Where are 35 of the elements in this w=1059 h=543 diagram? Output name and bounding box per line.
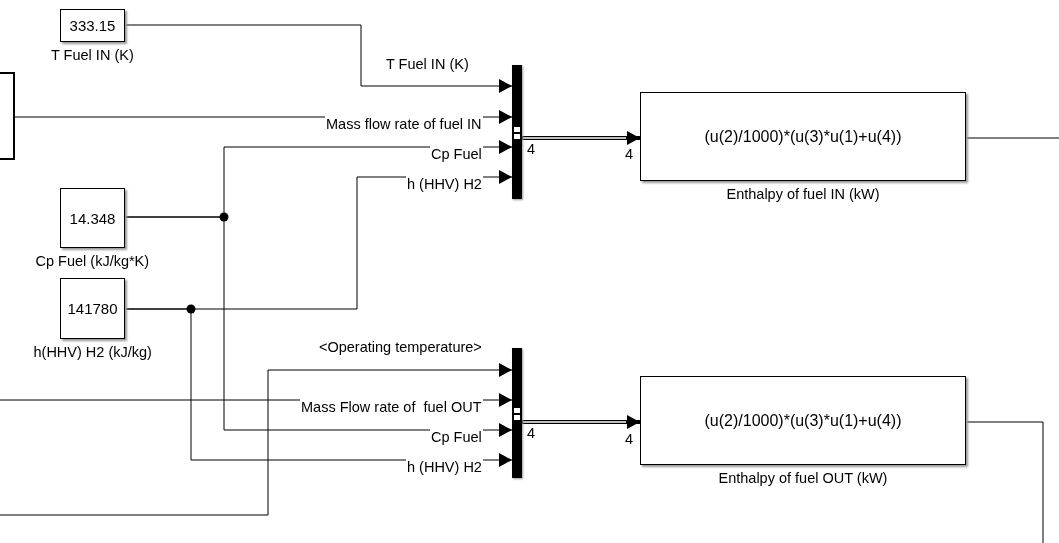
signal-label: T Fuel IN (K) xyxy=(385,56,470,73)
bus-arrow xyxy=(522,131,640,145)
bus-arrow xyxy=(522,415,640,429)
block-caption: T Fuel IN (K) xyxy=(51,47,134,64)
function-expression: (u(2)/1000)*(u(3)*u(1)+u(4)) xyxy=(704,411,902,430)
constant-value: 333.15 xyxy=(69,17,116,34)
constant-value: 14.348 xyxy=(69,209,116,227)
signal-line xyxy=(965,421,1044,543)
constant-block xyxy=(60,278,125,339)
mux-bar xyxy=(512,348,522,478)
block-edge xyxy=(0,72,15,160)
function-expression: (u(2)/1000)*(u(3)*u(1)+u(4)) xyxy=(704,127,902,146)
signal-dimension: 4 xyxy=(625,146,634,163)
signal-label: Cp Fuel xyxy=(430,429,483,446)
signal-label: Cp Fuel xyxy=(430,146,483,163)
signal-line xyxy=(965,137,1059,139)
block-caption: Enthalpy of fuel IN (kW) xyxy=(726,186,880,203)
constant-block xyxy=(60,9,125,42)
block-caption: Enthalpy of fuel OUT (kW) xyxy=(718,470,888,487)
signal-dimension: 4 xyxy=(527,141,536,158)
function-block xyxy=(640,92,966,181)
signal-arrow xyxy=(124,216,513,437)
constant-block xyxy=(60,188,125,248)
block-caption: h(HHV) H2 (kJ/kg) xyxy=(33,344,152,361)
block-caption: Cp Fuel (kJ/kg*K) xyxy=(35,253,150,270)
signal-label: <Operating temperature> xyxy=(318,339,483,356)
signal-dimension: 4 xyxy=(625,431,634,448)
signal-label: h (HHV) H2 xyxy=(406,459,483,476)
signal-arrow xyxy=(124,24,513,93)
signal-label: h (HHV) H2 xyxy=(406,176,483,193)
function-block xyxy=(640,376,966,465)
signal-dimension: 4 xyxy=(527,425,536,442)
constant-value: 141780 xyxy=(67,300,118,317)
signal-arrow xyxy=(0,363,513,516)
mux-bar xyxy=(512,65,522,199)
